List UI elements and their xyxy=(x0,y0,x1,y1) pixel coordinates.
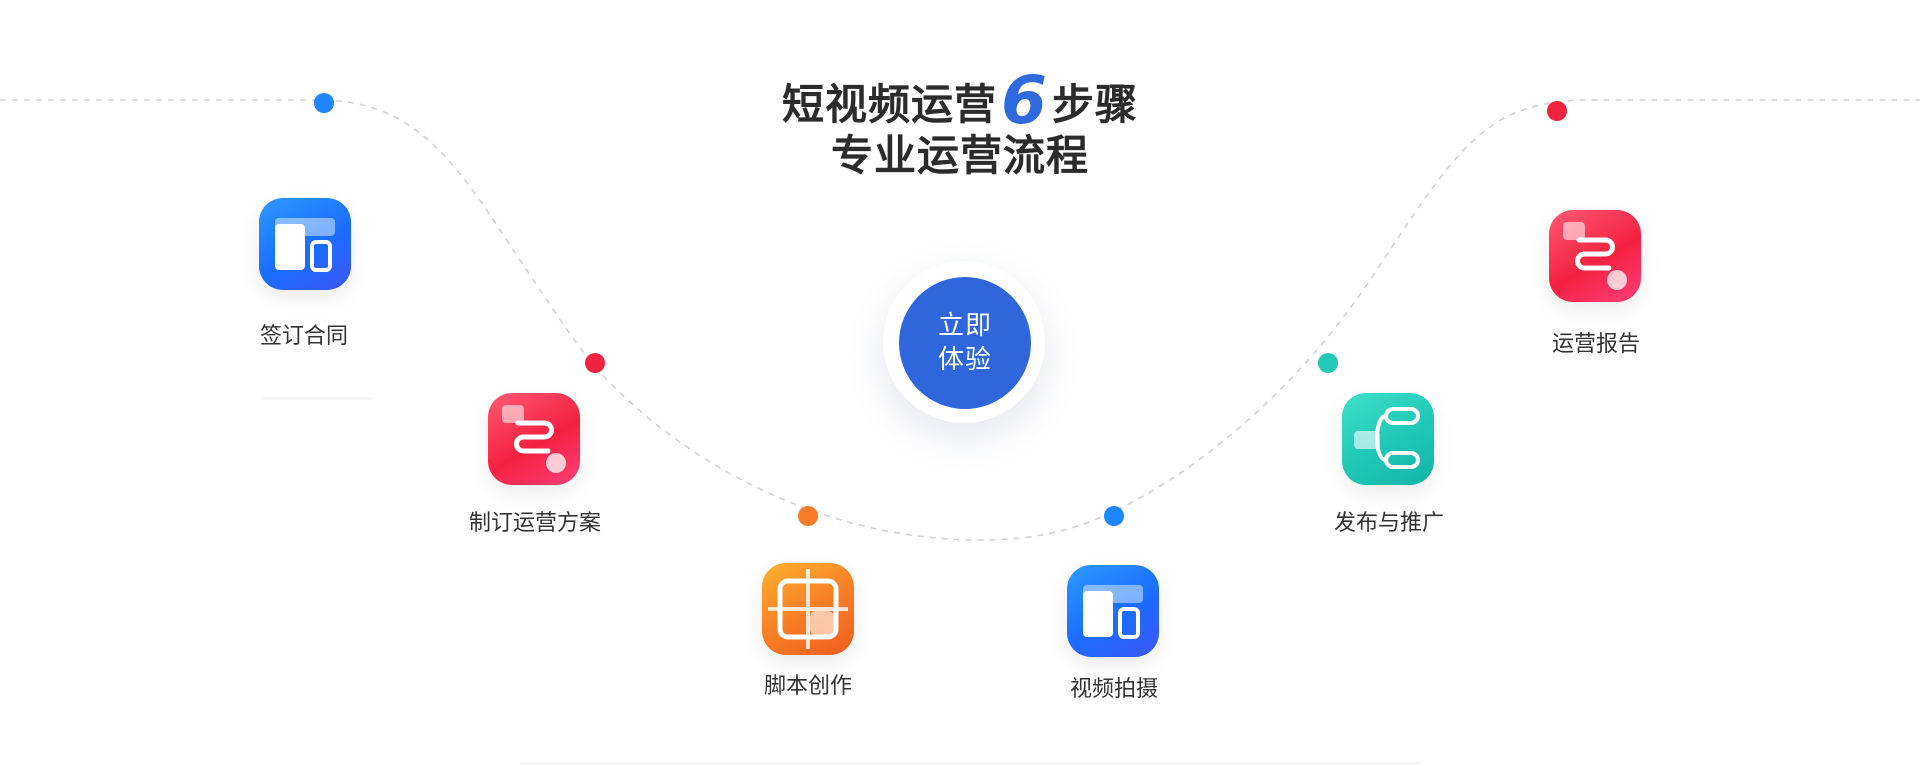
step-label-sign-contract: 签订合同 xyxy=(259,324,348,349)
decor-bar xyxy=(520,762,1420,765)
title-suffix: 步骤 xyxy=(1051,80,1138,129)
step-dot-3 xyxy=(798,506,818,526)
page-title: 短视频运营6步骤 xyxy=(660,68,1260,138)
step-dot-2 xyxy=(585,353,605,373)
step-dot-5 xyxy=(1318,353,1338,373)
crop-frame-icon xyxy=(762,563,854,655)
page-subtitle: 专业运营流程 xyxy=(830,131,1089,180)
step-dot-4 xyxy=(1104,506,1124,526)
layout-panel-icon xyxy=(259,198,351,290)
step-dot-6 xyxy=(1547,101,1567,121)
flow-path-icon xyxy=(488,393,580,485)
step-label-script-writing: 脚本创作 xyxy=(763,674,852,699)
cta-line-1: 立即 xyxy=(937,311,992,341)
step-label-make-plan: 制订运营方案 xyxy=(468,511,601,536)
step-dot-1 xyxy=(314,93,334,113)
step-label-operation-report: 运营报告 xyxy=(1551,332,1640,357)
layout-panel-icon xyxy=(1067,565,1159,657)
cta-line-2: 体验 xyxy=(937,345,992,375)
title-number: 6 xyxy=(1001,62,1048,139)
step-label-video-shooting: 视频拍摄 xyxy=(1069,677,1158,702)
flow-path-icon xyxy=(1549,210,1641,302)
branch-node-icon xyxy=(1342,393,1434,485)
try-now-button[interactable]: 立即 体验 xyxy=(899,277,1031,409)
step-label-publish-promote: 发布与推广 xyxy=(1333,511,1444,536)
decor-bar xyxy=(262,397,372,400)
title-prefix: 短视频运营 xyxy=(782,80,998,129)
